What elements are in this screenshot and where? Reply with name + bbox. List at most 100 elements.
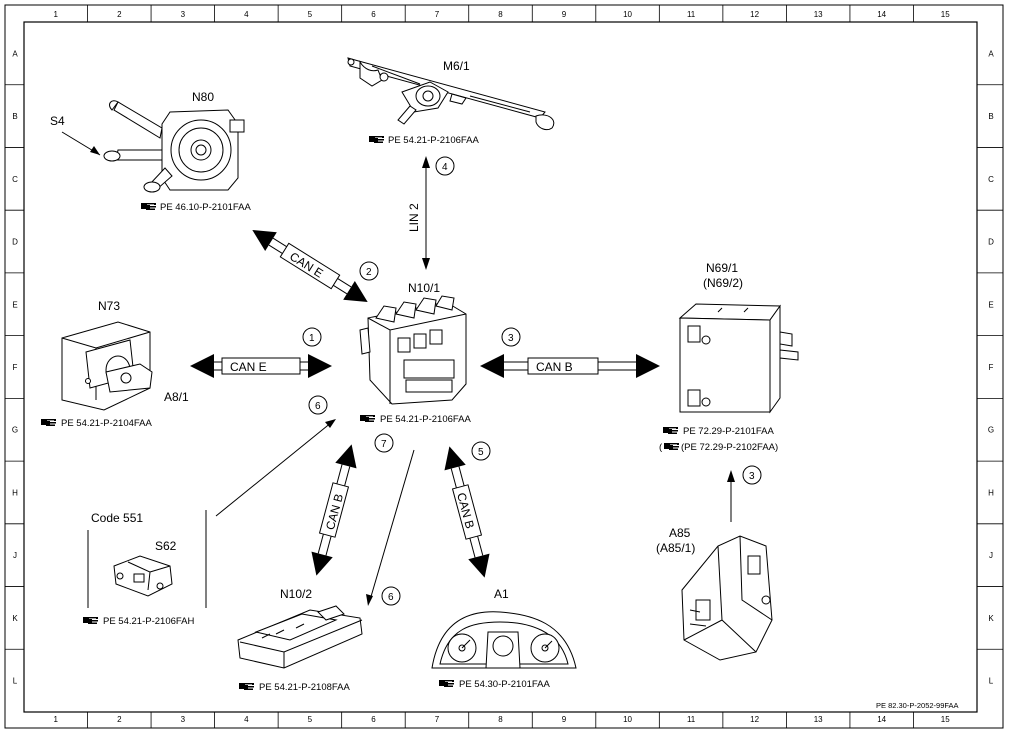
pointing-hand-icon xyxy=(360,415,375,422)
grid-row-label: K xyxy=(988,614,994,623)
svg-text:3: 3 xyxy=(749,471,755,482)
grid-col-label: 3 xyxy=(181,715,186,724)
grid-col-label: 11 xyxy=(687,715,696,724)
door-module-drawing xyxy=(678,303,799,414)
grid-col-label: 9 xyxy=(562,10,567,19)
svg-text:4: 4 xyxy=(442,162,448,173)
grid-col-label: 8 xyxy=(498,715,503,724)
grid-col-label: 2 xyxy=(117,715,122,724)
grid-row-label: G xyxy=(988,426,994,435)
n80-label: N80 xyxy=(192,90,214,104)
grid-row-label: B xyxy=(12,112,17,121)
s62-ref: PE 54.21-P-2106FAH xyxy=(103,616,194,627)
grid-col-label: 12 xyxy=(750,715,759,724)
pointing-hand-icon xyxy=(439,680,454,687)
code551-label: Code 551 xyxy=(91,511,143,525)
num-circle-7: 7 xyxy=(374,433,394,453)
wiper-motor-drawing xyxy=(347,57,555,131)
fuse-box-drawing xyxy=(237,605,363,669)
connection-5-bus: CAN B xyxy=(454,491,477,530)
connection-2: CAN E xyxy=(252,229,368,303)
svg-text:6: 6 xyxy=(388,592,394,603)
connection-7-bus: CAN B xyxy=(323,492,346,531)
svg-text:6: 6 xyxy=(315,401,321,412)
grid-row-label: E xyxy=(988,300,993,309)
n10-2-ref: PE 54.21-P-2108FAA xyxy=(259,682,350,693)
steering-module-drawing xyxy=(103,100,245,193)
grid-col-label: 15 xyxy=(941,715,950,724)
connection-1: CAN E xyxy=(190,354,332,378)
grid-col-label: 12 xyxy=(750,10,759,19)
m6-1-ref: PE 54.21-P-2106FAA xyxy=(388,135,479,146)
grid-row-label: C xyxy=(12,175,18,184)
grid-col-label: 9 xyxy=(562,715,567,724)
grid-row-label: J xyxy=(13,551,17,560)
grid-row-label: K xyxy=(12,614,18,623)
grid-col-label: 14 xyxy=(877,10,886,19)
n10-2-label: N10/2 xyxy=(280,587,312,601)
grid-col-label: 1 xyxy=(54,715,59,724)
num-circle-5: 5 xyxy=(471,441,491,461)
grid-row-label: H xyxy=(12,488,18,497)
grid-row-label: H xyxy=(988,488,994,497)
instrument-cluster-drawing xyxy=(431,611,577,669)
connection-1-bus: CAN E xyxy=(230,360,267,374)
a85-label: A85 xyxy=(669,526,691,540)
drawing-frame xyxy=(4,4,1004,729)
n69-2-ref: (PE 72.29-P-2102FAA) xyxy=(681,442,778,453)
pointing-hand-icon xyxy=(141,203,156,210)
n73-ref: PE 54.21-P-2104FAA xyxy=(61,418,152,429)
n10-1-ref: PE 54.21-P-2106FAA xyxy=(380,414,471,425)
grid-row-label: D xyxy=(12,238,18,247)
grid-ticks xyxy=(5,5,1003,728)
connection-5: CAN B xyxy=(444,446,490,578)
grid-labels: 1122334455667788991010111112121313141415… xyxy=(12,10,994,724)
pointing-hand-icon xyxy=(239,683,254,690)
grid-row-label: E xyxy=(12,300,17,309)
grid-col-label: 4 xyxy=(244,715,249,724)
num-circle-4: 4 xyxy=(435,156,455,176)
svg-text:5: 5 xyxy=(478,447,484,458)
pointing-hand-icon xyxy=(41,419,56,426)
num-circle-1: 1 xyxy=(302,327,322,347)
grid-col-label: 15 xyxy=(941,10,950,19)
grid-row-label: A xyxy=(988,49,994,58)
pointing-hand-icon xyxy=(664,443,679,450)
sam-control-unit-drawing xyxy=(359,295,467,405)
n69-1-label: N69/1 xyxy=(706,261,738,275)
connection-7: CAN B xyxy=(311,444,357,576)
grid-col-label: 10 xyxy=(623,10,632,19)
grid-col-label: 13 xyxy=(814,10,823,19)
grid-col-label: 4 xyxy=(244,10,249,19)
s4-label: S4 xyxy=(50,114,65,128)
grid-row-label: C xyxy=(988,175,994,184)
grid-col-label: 1 xyxy=(54,10,59,19)
grid-row-label: J xyxy=(989,551,993,560)
svg-text:3: 3 xyxy=(508,333,514,344)
connection-3: CAN B xyxy=(480,354,660,378)
pointing-hand-icon xyxy=(369,136,384,143)
a8-1-label: A8/1 xyxy=(164,390,189,404)
n80-ref: PE 46.10-P-2101FAA xyxy=(160,202,251,213)
grid-col-label: 3 xyxy=(181,10,186,19)
a1-ref: PE 54.30-P-2101FAA xyxy=(459,679,550,690)
a85-1-label: (A85/1) xyxy=(656,541,695,555)
grid-row-label: L xyxy=(989,677,994,686)
n10-1-label: N10/1 xyxy=(408,281,440,295)
svg-text:7: 7 xyxy=(381,439,387,450)
connection-6b xyxy=(366,449,415,606)
grid-col-label: 14 xyxy=(877,715,886,724)
grid-row-label: D xyxy=(988,238,994,247)
num-circle-2: 2 xyxy=(359,261,379,281)
num-circle-6a: 6 xyxy=(308,395,328,415)
connection-4: LIN 2 xyxy=(407,156,430,270)
grid-col-label: 7 xyxy=(435,10,440,19)
grid-col-label: 6 xyxy=(371,10,376,19)
grid-row-label: L xyxy=(13,677,18,686)
connection-3-bus: CAN B xyxy=(536,360,573,374)
num-circle-3: 3 xyxy=(501,327,521,347)
n69-2-ref-open: ( xyxy=(659,442,663,453)
pointing-hand-icon xyxy=(663,427,678,434)
num-circle-3b: 3 xyxy=(742,465,762,485)
